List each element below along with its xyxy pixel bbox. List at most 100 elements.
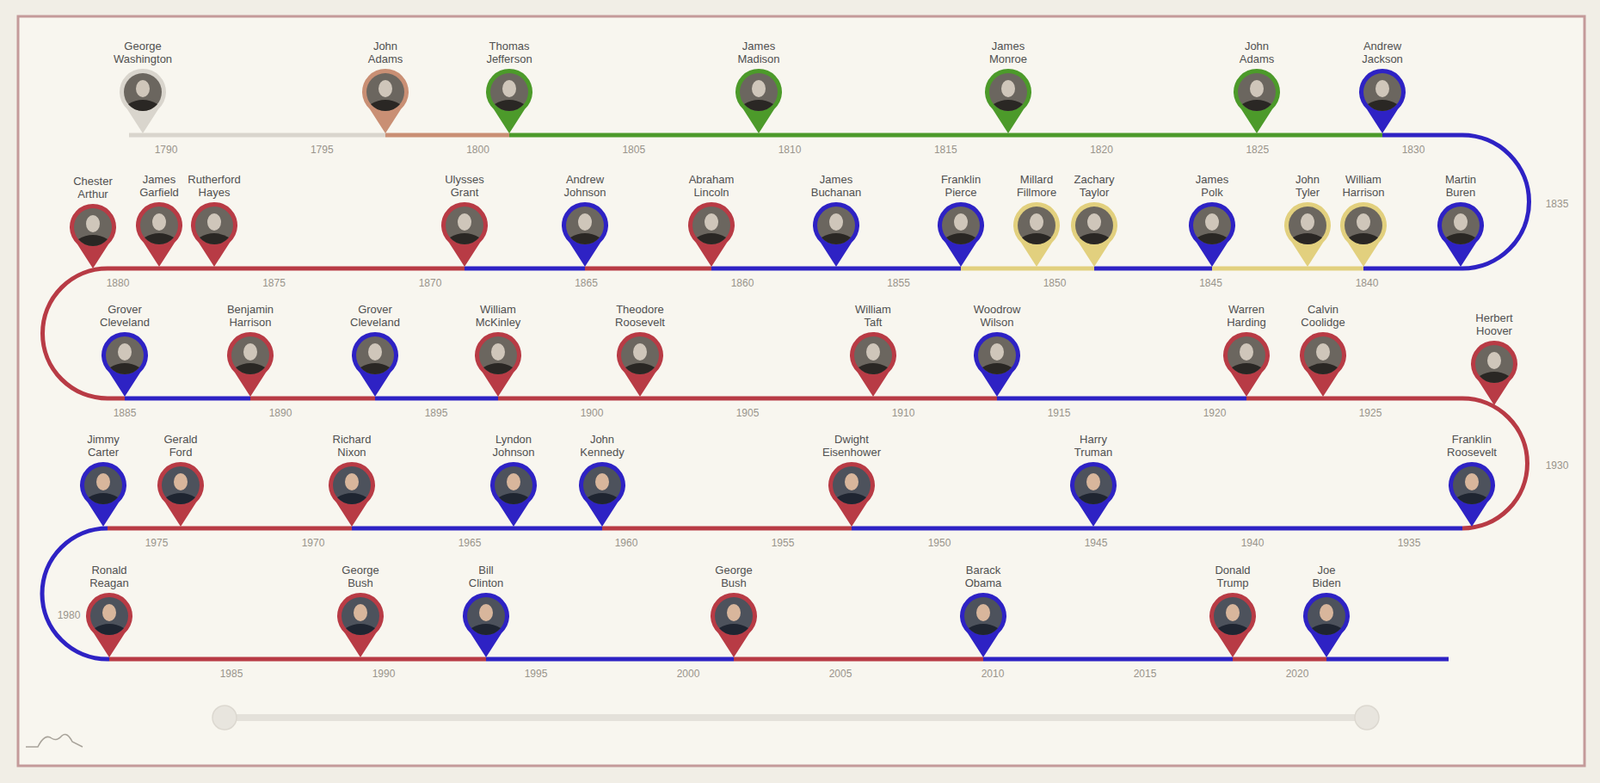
pin-marker: [849, 332, 897, 397]
portrait-head: [368, 343, 382, 361]
pin-marker: [1188, 202, 1236, 267]
portrait-head: [866, 343, 880, 361]
pin-marker: [474, 332, 522, 397]
portrait-pin: [436, 201, 493, 269]
portrait-ground: [989, 73, 1028, 111]
year-label-holder: 1810: [778, 141, 802, 157]
portrait-ground: [341, 596, 380, 635]
pin-marker: [960, 592, 1007, 658]
portrait-pin: [458, 591, 514, 659]
pin-marker: [119, 68, 167, 134]
portrait-pin: [808, 201, 864, 269]
portrait-pin: [1009, 201, 1065, 269]
portrait-head: [751, 80, 766, 98]
president-name: Calvin Coolidge: [1300, 302, 1345, 329]
portrait-ground: [739, 73, 778, 111]
portrait-head: [1464, 473, 1479, 491]
pin-marker: [1448, 461, 1496, 527]
portrait-head: [173, 473, 188, 491]
pin-marker: [937, 202, 985, 267]
portrait-pin: [706, 591, 762, 659]
president-name: Andrew Johnson: [563, 172, 606, 199]
portrait-head: [1086, 473, 1101, 491]
portrait-pin: [332, 591, 388, 659]
president-pin: Ulysses Grant: [436, 172, 493, 269]
year-label: 1895: [424, 406, 449, 419]
pin-marker: [1359, 68, 1406, 134]
portrait-ground: [231, 336, 270, 375]
president-name: Herbert Hoover: [1475, 311, 1513, 338]
timeline-segment: [124, 396, 251, 401]
year-label-holder: 1905: [736, 404, 760, 420]
portrait-head: [96, 473, 111, 491]
pin-marker: [1470, 340, 1518, 406]
portrait-ground: [583, 466, 622, 505]
portrait-suit: [570, 233, 600, 245]
portrait-ground: [621, 336, 659, 375]
year-label: 1965: [458, 536, 482, 549]
timeline-segment: [711, 266, 837, 271]
timeline-segment: [180, 526, 352, 531]
president-name: Andrew Jackson: [1361, 39, 1404, 66]
year-label: 1830: [1402, 143, 1426, 156]
year-label: 1915: [1047, 406, 1071, 419]
president-name: James Madison: [737, 39, 780, 66]
portrait-head: [726, 603, 741, 622]
portrait-ground: [195, 206, 234, 245]
year-label: 1920: [1203, 406, 1227, 419]
pin-marker: [490, 461, 537, 527]
year-label-holder: 1860: [731, 274, 755, 290]
president-name: Thomas Jefferson: [486, 39, 532, 66]
president-name: Benjamin Harrison: [227, 302, 274, 329]
year-label-holder: 1870: [418, 274, 443, 290]
year-label: 1970: [301, 536, 326, 549]
portrait-suit: [1446, 233, 1476, 245]
timeline-segment: [733, 657, 984, 662]
president-pin: Zachary Taylor: [1066, 172, 1122, 269]
president-name: Millard Fillmore: [1016, 172, 1057, 199]
logo-icon: [25, 734, 83, 747]
president-pin: Rutherford Hayes: [185, 172, 243, 269]
pin-marker: [735, 68, 782, 134]
year-label-holder: 1930: [1545, 456, 1570, 473]
president-name: Barack Obama: [965, 563, 1003, 590]
portrait-head: [976, 603, 991, 622]
portrait-head: [479, 603, 493, 622]
portrait-pin: [1444, 461, 1500, 529]
portrait-pin: [731, 67, 787, 136]
year-label: 1805: [621, 143, 646, 156]
pin-marker: [812, 202, 860, 267]
portrait-pin: [1065, 461, 1121, 529]
timeline-curve: [42, 528, 108, 659]
year-label: 1905: [736, 406, 760, 419]
pin-marker: [69, 203, 117, 269]
year-label-holder: 1800: [466, 141, 490, 157]
portrait-suit: [696, 233, 727, 245]
portrait-pin: [131, 201, 187, 269]
year-label-holder: 1880: [106, 274, 130, 290]
president-pin: Joe Biden: [1298, 563, 1354, 659]
pin-marker: [351, 332, 399, 397]
portrait-head: [990, 343, 1004, 361]
portrait-ground: [332, 466, 371, 505]
timeline-segment: [640, 396, 874, 401]
portrait-pin: [557, 201, 613, 269]
portrait-ground: [1075, 206, 1114, 245]
president-name: Jimmy Carter: [86, 432, 120, 459]
portrait-pin: [115, 67, 171, 136]
timeline-segment: [836, 266, 961, 271]
year-label-holder: 1960: [615, 534, 639, 550]
portrait-head: [1300, 213, 1315, 231]
pin-marker: [135, 202, 183, 267]
president-name: William Taft: [855, 302, 892, 329]
year-label-holder: 1910: [892, 404, 916, 420]
year-label: 1855: [886, 276, 911, 290]
timeline-segment: [142, 133, 386, 138]
president-pin: Grover Cleveland: [97, 302, 153, 399]
president-name: Franklin Roosevelt: [1446, 432, 1497, 459]
portrait-ground: [445, 206, 484, 245]
year-label-holder: 1985: [220, 664, 244, 681]
portrait-suit: [744, 99, 774, 111]
year-label-holder: 1955: [771, 534, 795, 550]
portrait-ground: [490, 73, 529, 111]
